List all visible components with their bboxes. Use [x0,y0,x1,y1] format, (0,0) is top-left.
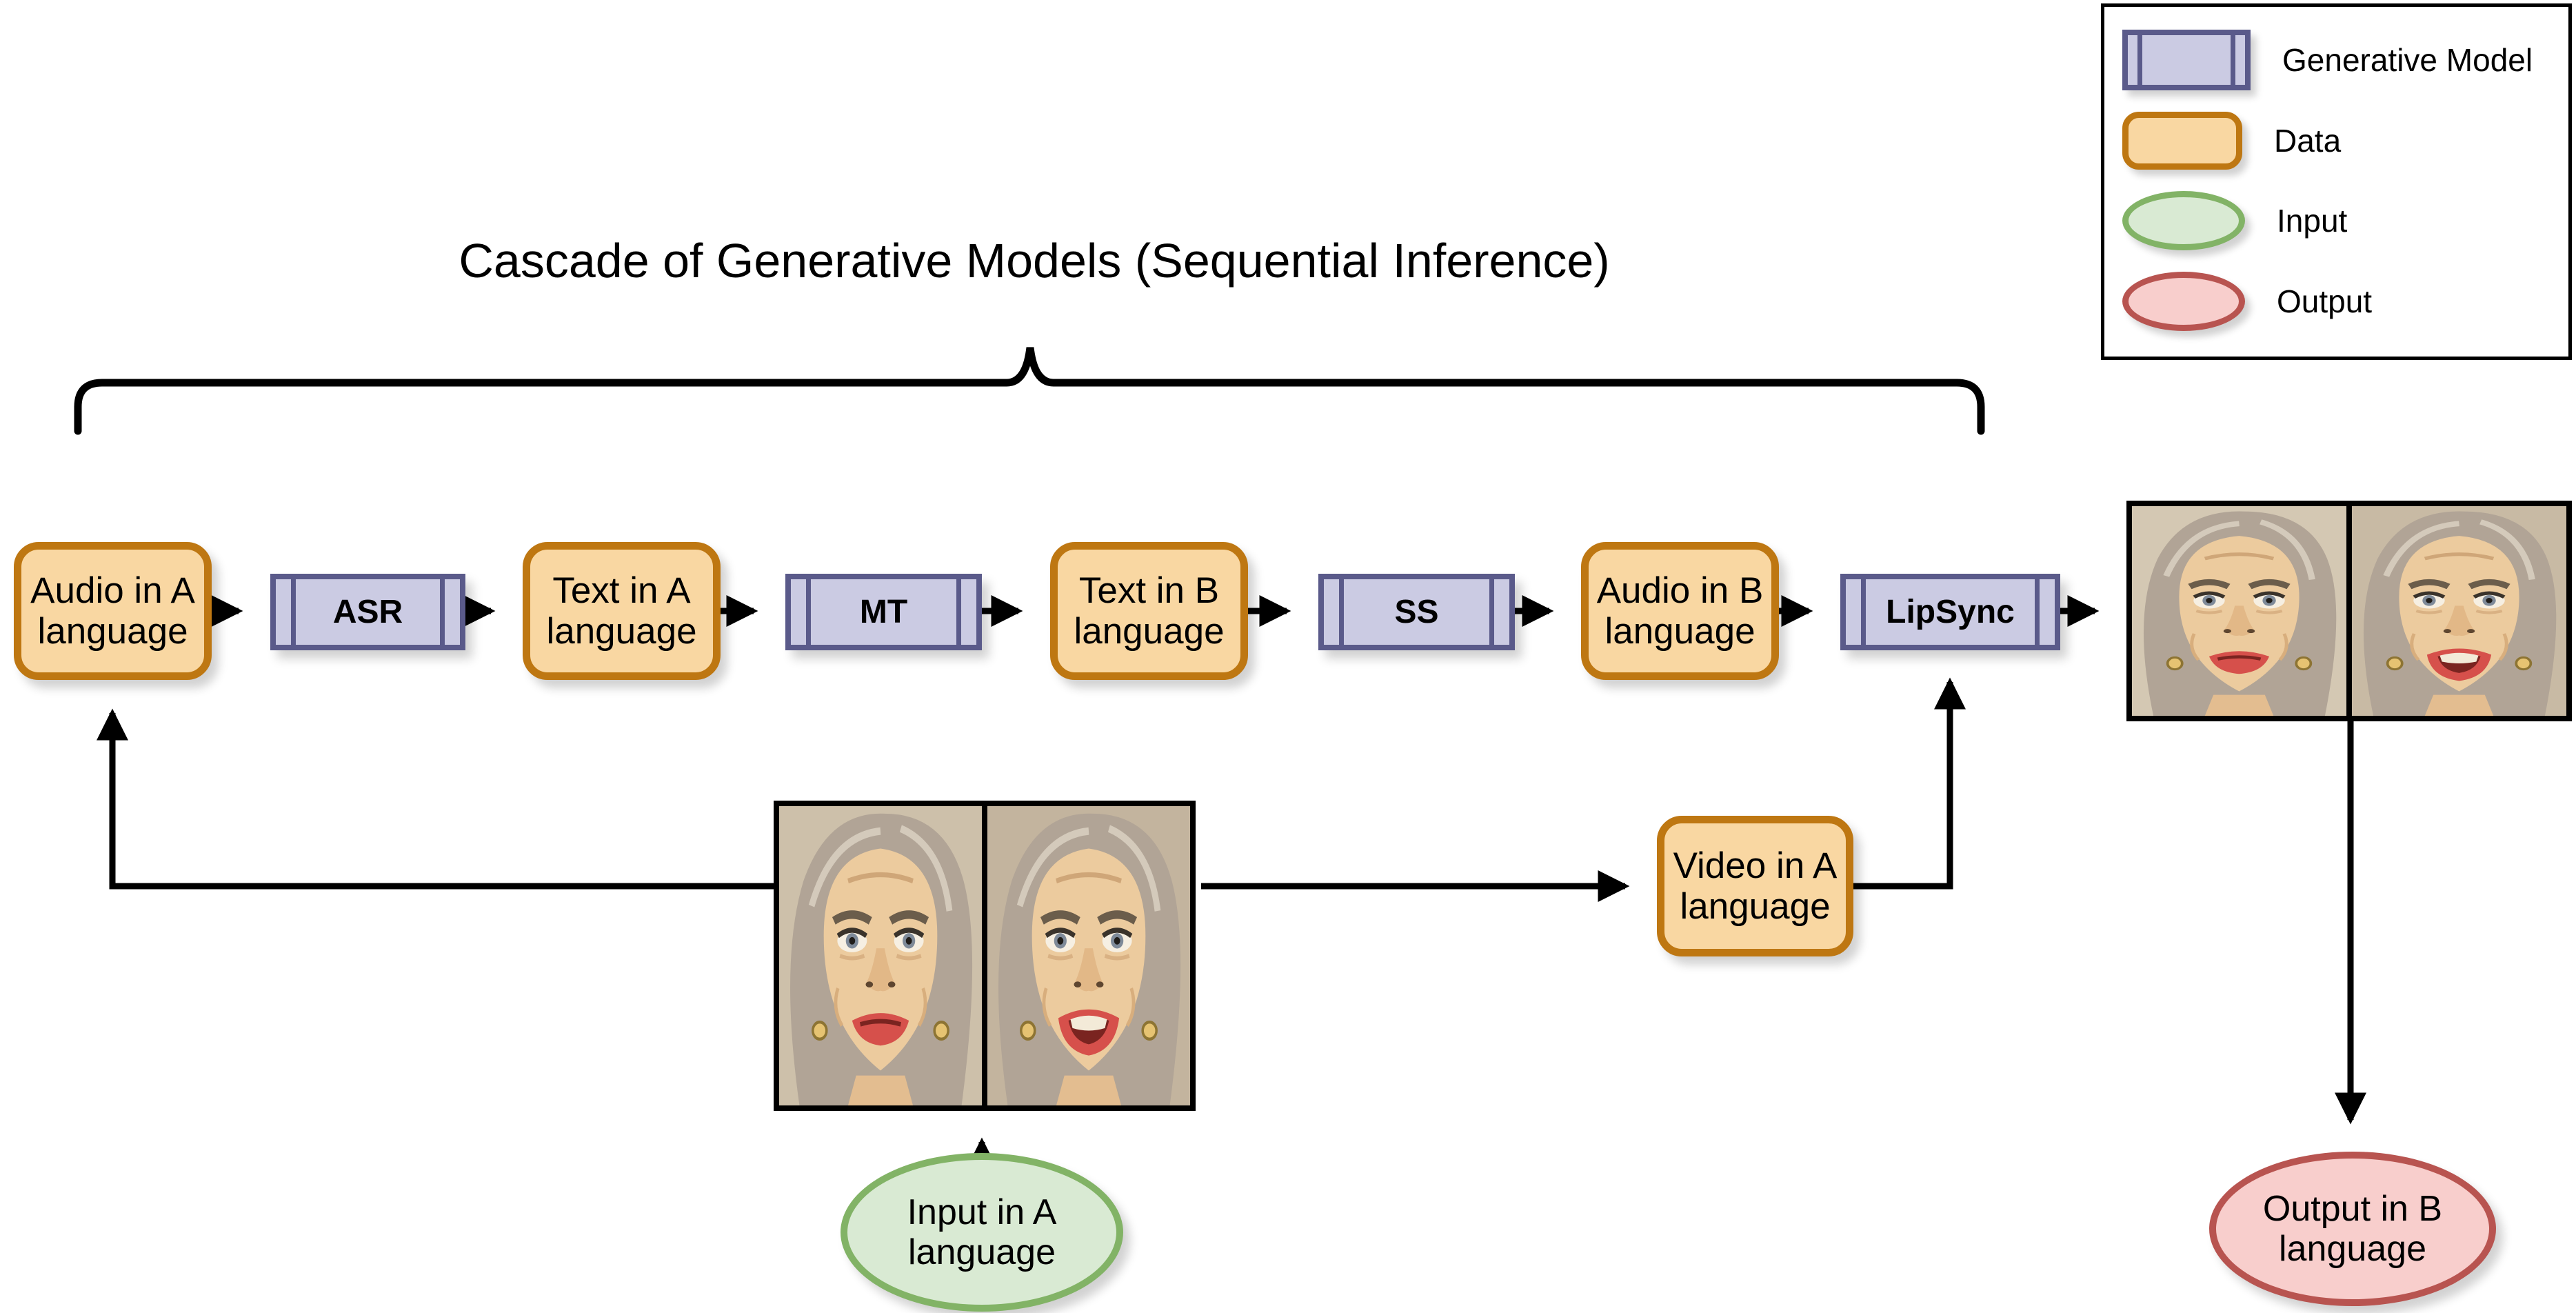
input-video-frame-2 [982,801,1196,1111]
output-video-frames [2126,501,2576,721]
output-swatch-icon [2122,271,2245,331]
node-asr: ASR [270,574,465,650]
input-ellipse: Input in A language [841,1153,1123,1312]
legend-label: Generative Model [2282,42,2533,79]
generative-model-swatch-icon [2122,30,2251,91]
legend-row-generative-model: Generative Model [2122,30,2568,91]
input-video-frame-1 [774,801,987,1111]
brace [74,347,1985,435]
arrow-frames-to-audioA [97,708,774,890]
data-swatch-icon [2122,112,2242,170]
output-ellipse: Output in B language [2209,1152,2496,1306]
legend-row-data: Data [2122,112,2568,170]
node-audio-in-a: Audio in A language [14,542,212,680]
node-video-in-a: Video in A language [1657,816,1853,956]
node-lipsync: LipSync [1840,574,2060,650]
legend-row-output: Output [2122,271,2568,331]
input-swatch-icon [2122,190,2245,250]
legend-label: Output [2277,283,2373,319]
diagram-title: Cascade of Generative Models (Sequential… [459,234,1610,288]
node-mt: MT [785,574,982,650]
node-text-in-b: Text in B language [1050,542,1248,680]
node-audio-in-b: Audio in B language [1581,542,1779,680]
output-video-frame-2 [2346,501,2572,721]
output-video-frame-1 [2126,501,2352,721]
legend-row-input: Input [2122,190,2568,250]
node-text-in-a: Text in A language [523,542,721,680]
node-ss: SS [1318,574,1515,650]
input-video-frames [774,801,1201,1111]
legend-label: Data [2274,123,2342,159]
legend-box: Generative Model Data Input Output [2101,3,2572,360]
arrow-videoA-to-lipsync [1853,677,1966,890]
legend-label: Input [2277,202,2348,239]
